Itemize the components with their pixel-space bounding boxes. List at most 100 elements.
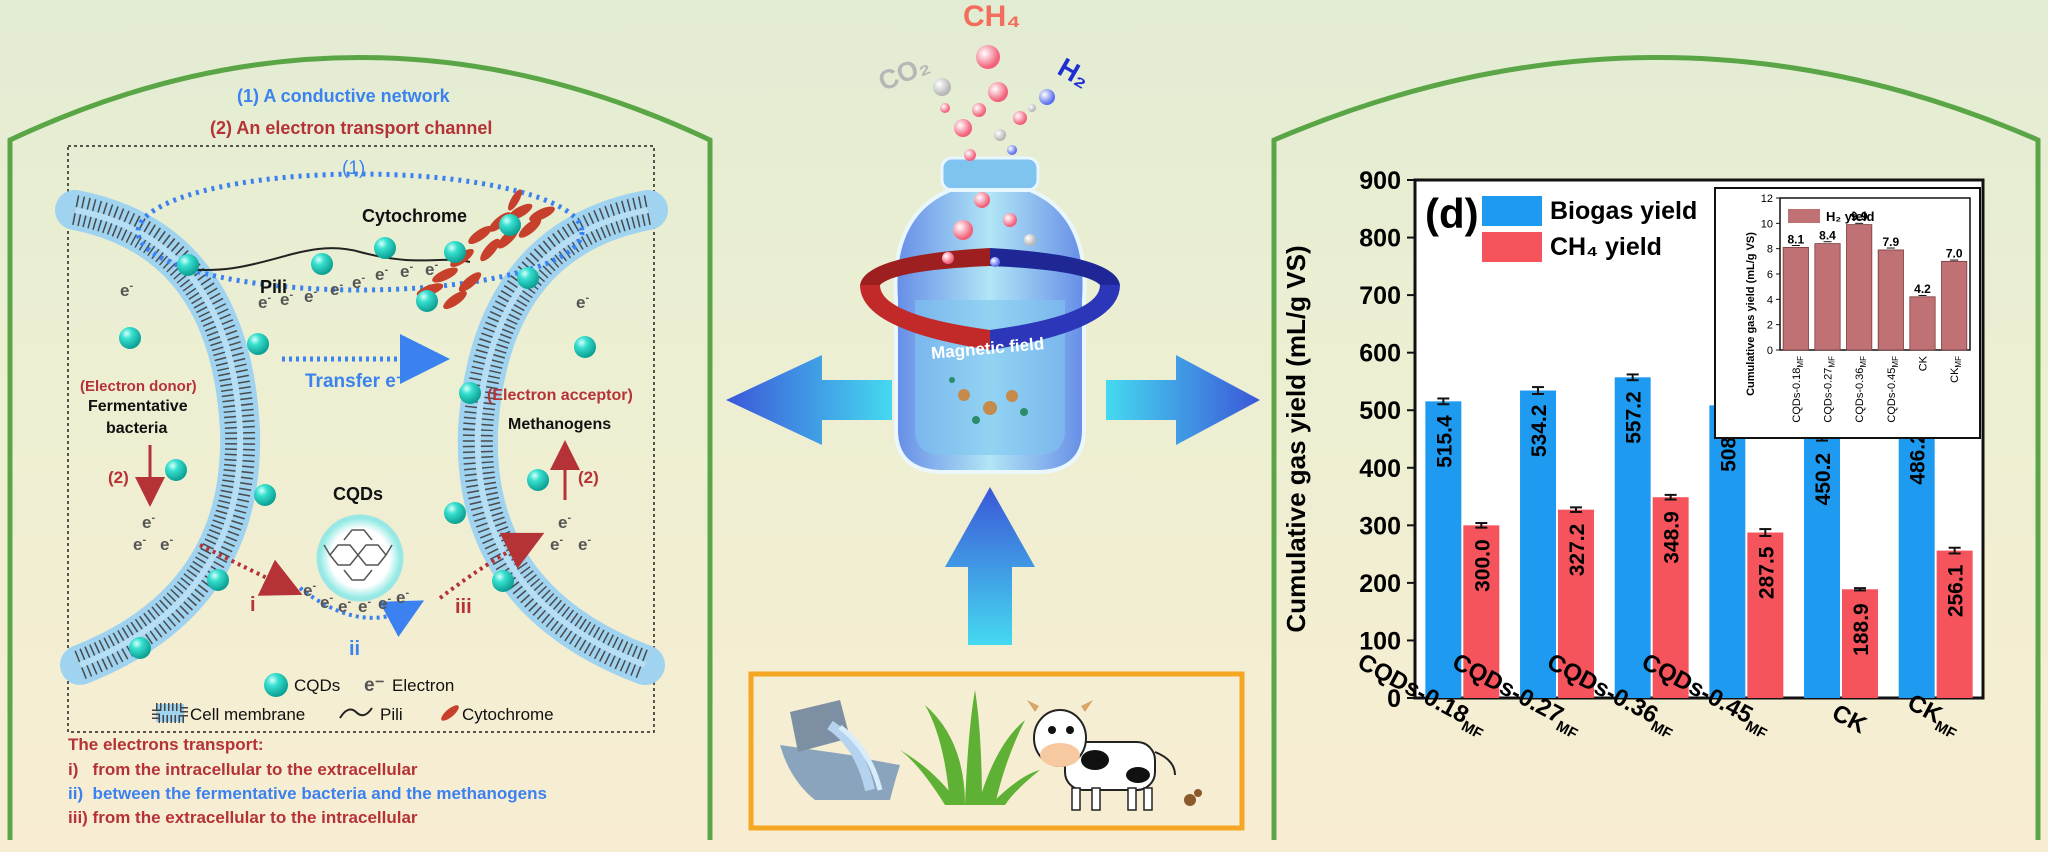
- inset-x-tick-label: CK: [1918, 355, 1930, 371]
- cqd-particles: [119, 214, 596, 659]
- bar-value-label: 287.5: [1755, 546, 1778, 599]
- legend-electron-label: Electron: [392, 676, 455, 695]
- arrow-to-right-panel: [1106, 355, 1260, 445]
- label-pili: Pili: [260, 277, 288, 297]
- svg-text:e-: e-: [550, 534, 563, 554]
- bar: [1804, 438, 1840, 698]
- y-tick-label: 400: [1359, 455, 1401, 483]
- label-bacteria: bacteria: [106, 420, 168, 437]
- transport-title: The electrons transport:: [68, 735, 264, 754]
- bar: [1463, 525, 1500, 698]
- label-electron-acceptor: (Electron acceptor): [487, 387, 633, 404]
- y-tick-label: 300: [1359, 512, 1401, 540]
- bar: [1747, 532, 1784, 698]
- inset-bar-value-label: 7.0: [1946, 246, 1963, 260]
- label-path-iii: iii: [455, 596, 472, 618]
- wastewater-icon: [780, 700, 900, 800]
- bar: [1520, 390, 1556, 698]
- svg-text:e-: e-: [576, 292, 589, 312]
- label-cytochrome: Cytochrome: [362, 206, 468, 226]
- svg-text:e-: e-: [378, 593, 391, 613]
- y-tick-label: 200: [1359, 570, 1401, 598]
- inset-bar-value-label: 8.4: [1819, 229, 1836, 243]
- bar: [1425, 401, 1462, 698]
- transport-item-i: i) from the intracellular to the extrace…: [68, 760, 418, 779]
- inset-bar-value-label: 8.1: [1787, 232, 1804, 246]
- bar: [1898, 418, 1935, 698]
- y-tick-label: 600: [1359, 340, 1401, 368]
- inset-bar: [1909, 296, 1936, 351]
- svg-text:e-: e-: [375, 264, 388, 284]
- bar-value-label: 256.1: [1945, 564, 1968, 617]
- left-cell-membrane: [55, 190, 261, 685]
- legend-membrane-label: Cell membrane: [190, 705, 306, 724]
- magnet-ring: [860, 248, 1120, 350]
- conductive-network-loop: [135, 171, 585, 293]
- label-fermentative: Fermentative: [88, 398, 188, 415]
- heading-conductive-network: (1) A conductive network: [237, 86, 450, 106]
- arrow-up-from-substrates: [945, 487, 1035, 645]
- inset-bar: [1877, 249, 1904, 351]
- svg-text:e-: e-: [400, 261, 413, 281]
- legend-pili-icon: [339, 707, 373, 719]
- legend-cytochrome-label: Cytochrome: [462, 705, 554, 724]
- legend-cytochrome-icon: [441, 705, 459, 721]
- inset-y-tick-label: 0: [1767, 345, 1773, 357]
- legend-electron-symbol: e⁻: [364, 675, 385, 696]
- inset-y-tick-label: 4: [1767, 294, 1773, 306]
- y-axis-label: Cumulative gas yield (mL/g VS): [1281, 245, 1311, 632]
- x-tick-label: CK: [1828, 699, 1872, 739]
- y-tick-label: 0: [1387, 685, 1401, 713]
- label-cqds: CQDs: [333, 484, 384, 504]
- arrow-to-left-panel: [726, 355, 892, 445]
- transport-item-ii: ii) between the fermentative bacteria an…: [68, 784, 547, 803]
- inset-legend-label: H₂ yield: [1826, 209, 1874, 224]
- bar: [1936, 550, 1973, 698]
- label-path-ii: ii: [349, 638, 361, 660]
- inset-y-tick-label: 12: [1761, 193, 1773, 205]
- path-ii-arrow: [298, 586, 425, 637]
- left-panel: e- e- e- e- e- e- e- e- e- e- e- e- e- e…: [7, 55, 713, 840]
- inset-bar: [1814, 243, 1841, 351]
- substrate-box: [748, 671, 1245, 831]
- label-network-1: (1): [342, 158, 366, 179]
- bar-value-label: 557.2: [1623, 391, 1646, 444]
- bar-series: 515.4300.0534.2327.2557.2348.9508.5287.5…: [1425, 373, 1973, 698]
- inset-x-tick-label: CQDs-0.45MF: [1886, 356, 1900, 423]
- inset-legend-swatch: [1788, 209, 1820, 223]
- panel-label: (d): [1425, 190, 1479, 237]
- bar-value-label: 327.2: [1566, 524, 1589, 577]
- inset-x-tick-label: CQDs-0.36MF: [1854, 356, 1868, 423]
- legend-membrane-icon: [152, 703, 188, 723]
- cqd-large-graphic: [316, 514, 404, 602]
- svg-text:e-: e-: [338, 596, 351, 616]
- path-iii-arrow: [438, 532, 545, 600]
- label-methanogens: Methanogens: [508, 416, 612, 433]
- inset-bar: [1846, 224, 1873, 351]
- right-panel-frame: [1271, 55, 2041, 840]
- bar: [1652, 497, 1689, 698]
- legend-label: Biogas yield: [1550, 197, 1697, 225]
- cytochrome-cluster: [416, 189, 555, 310]
- heading-electron-transport: (2) An electron transport channel: [210, 118, 493, 138]
- bar: [1614, 377, 1651, 698]
- legend-cqds-label: CQDs: [294, 676, 341, 695]
- inset-bar: [1941, 260, 1968, 351]
- y-tick-label: 900: [1359, 167, 1401, 195]
- y-tick-label: 700: [1359, 282, 1401, 310]
- schematic-box: [67, 145, 655, 733]
- gas-bubbles: [933, 45, 1055, 267]
- legend-swatch: [1482, 232, 1542, 262]
- bar-value-label: 348.9: [1661, 511, 1684, 564]
- right-cell-membrane: [457, 190, 668, 685]
- y-tick-label: 500: [1359, 397, 1401, 425]
- svg-text:e-: e-: [358, 596, 371, 616]
- bar-value-label: 534.2: [1528, 405, 1551, 458]
- label-electron-donor: (Electron donor): [80, 378, 197, 395]
- center-panel: [726, 45, 1260, 831]
- legend-label: CH₄ yield: [1550, 233, 1662, 261]
- bar: [1558, 509, 1594, 698]
- bar-value-label: 300.0: [1471, 539, 1494, 592]
